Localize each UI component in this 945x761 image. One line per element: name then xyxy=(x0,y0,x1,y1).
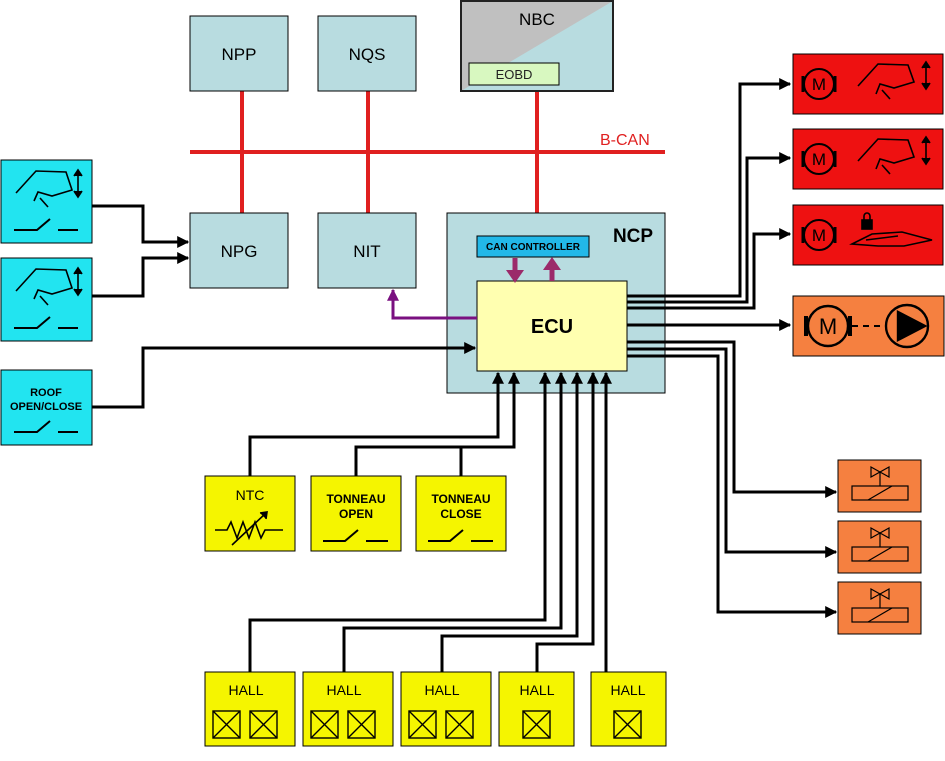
hall-label: HALL xyxy=(519,682,554,698)
hall-element-icon xyxy=(613,710,642,739)
seat-motor-1: M xyxy=(792,53,944,115)
pump-motor: M xyxy=(792,295,945,357)
ecu-to-nit-arrow xyxy=(387,288,477,320)
can-controller-label: CAN CONTROLLER xyxy=(486,242,581,253)
seat-adjust-icon xyxy=(15,168,83,208)
switch-icon xyxy=(323,529,388,542)
hall-sensor-4: HALL xyxy=(498,671,575,747)
hall-element-icon xyxy=(522,710,551,739)
hall-sensor-3: HALL xyxy=(400,671,492,747)
solenoid-valve-3 xyxy=(837,581,922,635)
svg-text:M: M xyxy=(812,75,826,94)
eobd-label: EOBD xyxy=(496,67,533,82)
lock-motor: M xyxy=(792,204,944,266)
tonneau-open-line2: OPEN xyxy=(339,507,373,521)
nqs-node: NQS xyxy=(317,15,417,92)
motor-icon: M xyxy=(804,304,852,348)
tonneau-open-line1: TONNEAU xyxy=(326,492,385,506)
npg-node: NPG xyxy=(189,212,289,289)
motor-icon: M xyxy=(801,143,837,175)
hall-element-icon xyxy=(408,710,474,739)
nit-label: NIT xyxy=(353,242,380,261)
ntc-sensor: NTC xyxy=(204,475,296,552)
hall-sensor-2: HALL xyxy=(302,671,394,747)
hall-wires xyxy=(248,371,612,672)
seat-adjust-icon xyxy=(857,60,931,100)
nbc-node: NBC EOBD xyxy=(460,0,614,92)
hall-sensor-1: HALL xyxy=(204,671,296,747)
solenoid-valve-1 xyxy=(837,459,922,513)
pump-icon xyxy=(884,303,930,349)
seat-switch-1 xyxy=(0,159,93,244)
thermistor-icon xyxy=(215,511,283,546)
left-input-wires xyxy=(92,204,477,409)
npp-label: NPP xyxy=(222,45,257,64)
ncp-node: NCP CAN CONTROLLER ECU xyxy=(446,212,666,394)
nit-node: NIT xyxy=(317,212,417,289)
valve-icon xyxy=(851,587,909,623)
tonneau-close-line1: TONNEAU xyxy=(431,492,490,506)
svg-text:M: M xyxy=(819,314,837,339)
ncp-label: NCP xyxy=(613,226,653,247)
seat-motor-2: M xyxy=(792,128,944,190)
switch-icon xyxy=(14,218,78,231)
hall-sensor-5: HALL xyxy=(590,671,667,747)
tonneau-close-switch: TONNEAU CLOSE xyxy=(415,475,507,552)
tonneau-open-switch: TONNEAU OPEN xyxy=(310,475,402,552)
ecu-box xyxy=(476,280,628,372)
switch-icon xyxy=(14,420,78,433)
npg-label: NPG xyxy=(221,242,258,261)
solenoid-valve-2 xyxy=(837,520,922,574)
nbc-label: NBC xyxy=(519,10,555,29)
can-controller-box xyxy=(476,235,590,258)
ecu-label: ECU xyxy=(531,316,573,338)
valve-icon xyxy=(851,465,909,501)
hall-label: HALL xyxy=(610,682,645,698)
ntc-label: NTC xyxy=(236,487,265,503)
svg-text:M: M xyxy=(812,226,826,245)
motor-icon: M xyxy=(801,219,837,251)
switch-icon xyxy=(14,316,78,329)
seat-switch-2 xyxy=(0,257,93,342)
b-can-bus: B-CAN xyxy=(190,91,665,236)
hall-label: HALL xyxy=(228,682,263,698)
valve-icon xyxy=(851,526,909,562)
nqs-label: NQS xyxy=(349,45,386,64)
roof-switch-line1: ROOF xyxy=(30,387,62,399)
roof-switch: ROOF OPEN/CLOSE xyxy=(0,369,93,446)
hall-label: HALL xyxy=(424,682,459,698)
roof-lock-icon xyxy=(849,212,933,247)
b-can-label: B-CAN xyxy=(600,132,650,149)
can-ecu-arrows xyxy=(506,257,561,283)
svg-text:M: M xyxy=(812,150,826,169)
tonneau-close-line2: CLOSE xyxy=(440,507,481,521)
roof-switch-line2: OPEN/CLOSE xyxy=(10,401,82,413)
sensor-wires xyxy=(248,371,520,476)
eobd-box xyxy=(468,62,560,86)
hall-label: HALL xyxy=(326,682,361,698)
hall-element-icon xyxy=(310,710,376,739)
hall-element-icon xyxy=(212,710,278,739)
switch-icon xyxy=(428,529,493,542)
seat-adjust-icon xyxy=(857,135,931,175)
seat-adjust-icon xyxy=(15,266,83,306)
output-wires xyxy=(627,78,838,618)
npp-node: NPP xyxy=(189,15,289,92)
motor-icon: M xyxy=(801,68,837,100)
